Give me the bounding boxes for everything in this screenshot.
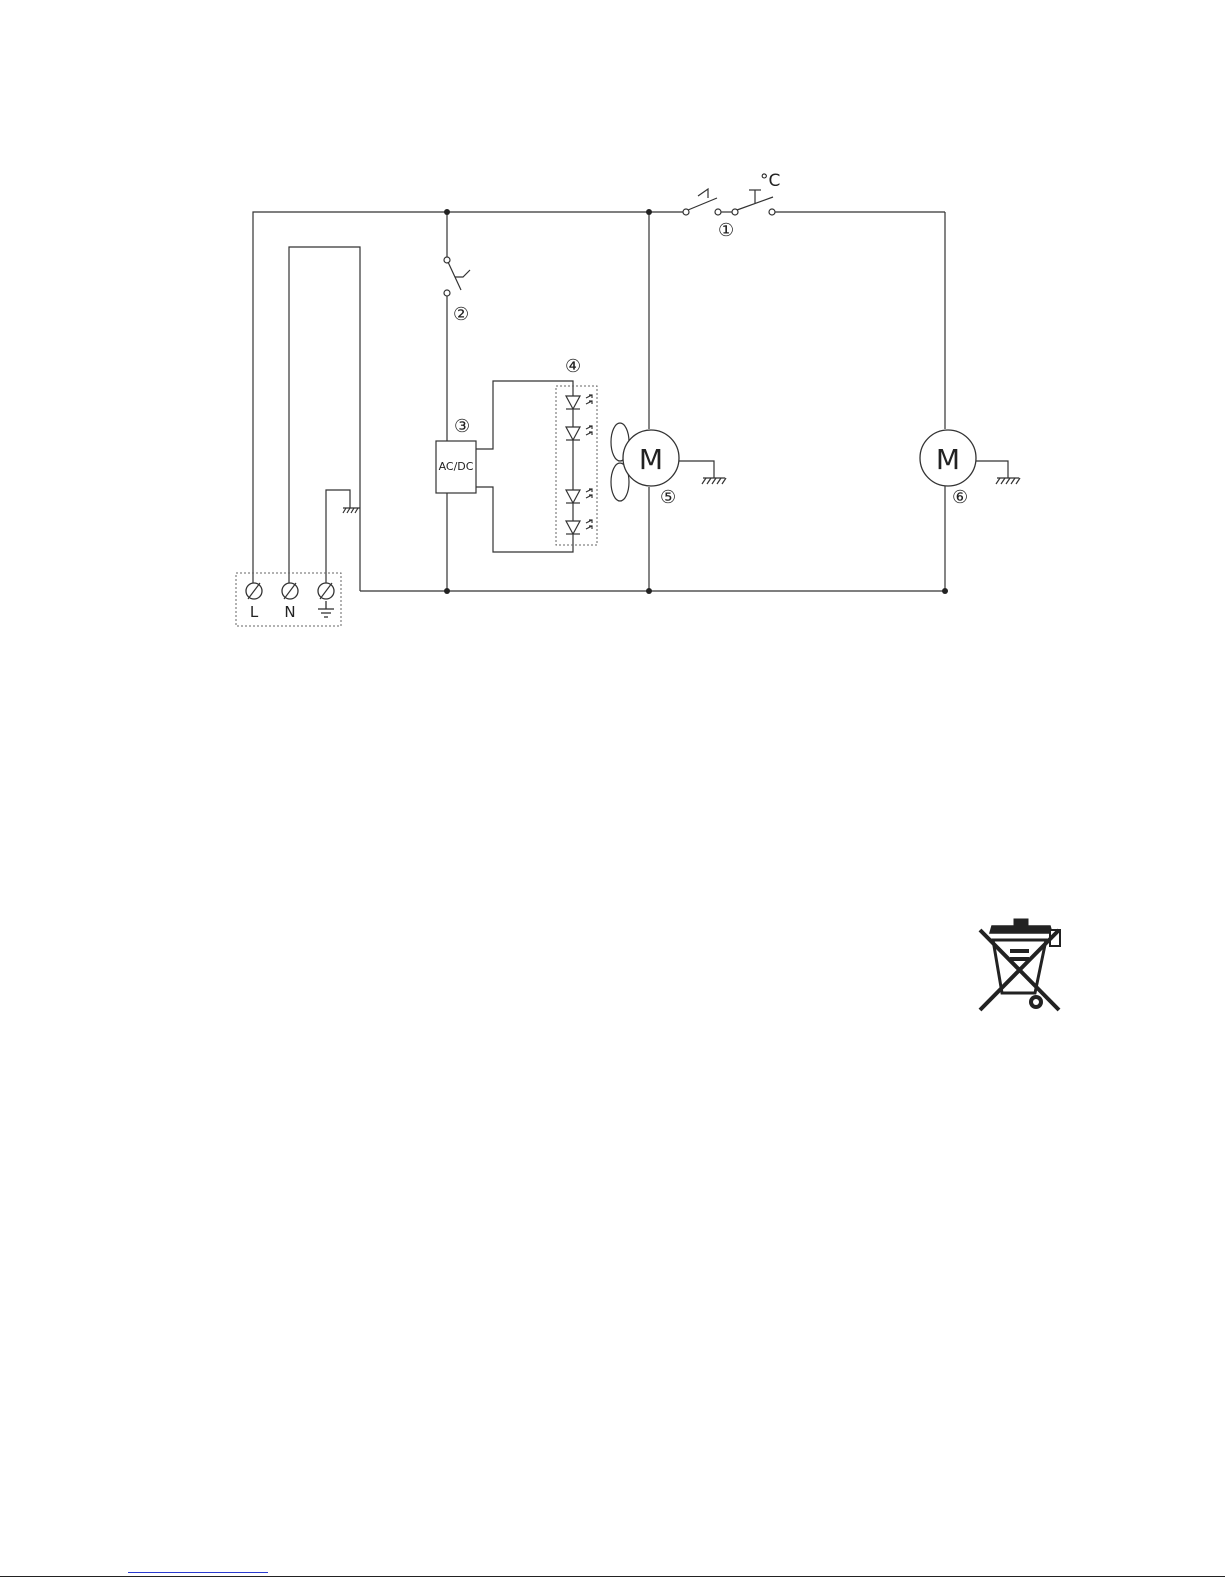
crossed-out-wheelie-bin-icon xyxy=(980,919,1060,1010)
component-marker-4: ④ xyxy=(565,356,581,377)
footer-rule xyxy=(0,1576,1225,1577)
switch-2 xyxy=(444,257,470,296)
chassis-ground-icon xyxy=(702,478,726,484)
component-marker-3: ③ xyxy=(454,416,470,437)
junction-dots xyxy=(444,209,948,594)
terminal-screw-live xyxy=(246,583,262,599)
ground-icon xyxy=(318,601,334,617)
led-diode-icon xyxy=(566,426,592,440)
component-marker-2: ② xyxy=(453,304,469,325)
footer-link-underline[interactable] xyxy=(128,1572,268,1573)
compressor-motor-label: M xyxy=(936,443,960,476)
chassis-ground-icon xyxy=(343,508,360,513)
led-diode-icon xyxy=(566,489,592,503)
fan-motor-label: M xyxy=(639,443,663,476)
acdc-converter-label: AC/DC xyxy=(439,460,474,473)
component-marker-6: ⑥ xyxy=(952,487,968,508)
thermostat-unit-label: °C xyxy=(760,171,780,191)
terminal-screw-neutral xyxy=(282,583,298,599)
switch-1 xyxy=(683,189,775,215)
led-diode-icon xyxy=(566,520,592,534)
terminal-label-live: L xyxy=(250,603,259,621)
led-diode-icon xyxy=(566,395,592,409)
component-marker-1: ① xyxy=(718,220,734,241)
chassis-ground-icon xyxy=(996,478,1020,484)
terminal-screw-earth xyxy=(318,583,334,599)
terminal-label-neutral: N xyxy=(284,603,295,621)
component-marker-5: ⑤ xyxy=(660,487,676,508)
wiring-lines xyxy=(253,212,1008,591)
